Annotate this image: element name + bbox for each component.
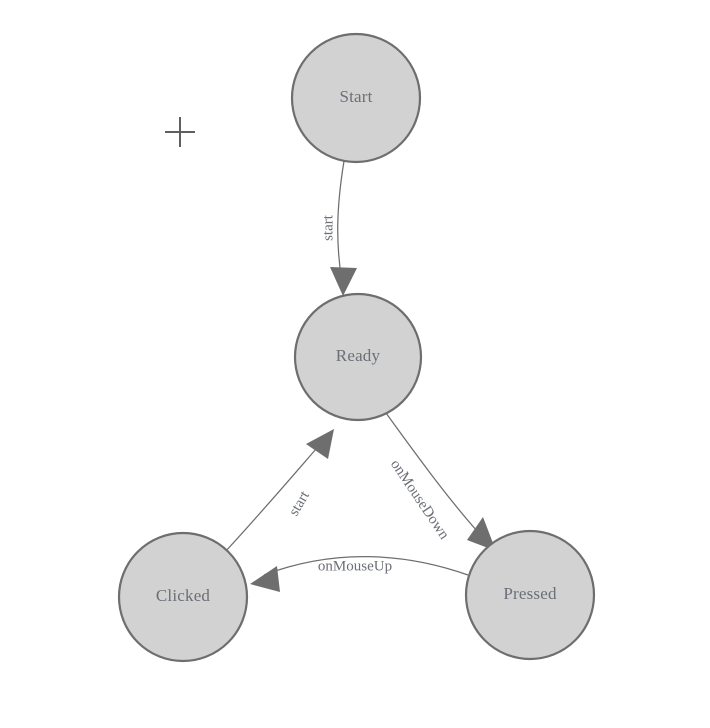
- edge-start-to-ready[interactable]: start: [320, 160, 357, 296]
- edge-start-to-ready-arrowhead: [330, 267, 357, 296]
- edge-start-to-ready-label: start: [320, 214, 336, 241]
- edge-ready-to-pressed-path: [385, 412, 487, 542]
- edge-pressed-to-clicked-path: [263, 556, 469, 576]
- edge-ready-to-pressed[interactable]: onMouseDown: [385, 412, 496, 551]
- edge-ready-to-pressed-label: onMouseDown: [387, 457, 452, 543]
- edge-clicked-to-ready-label: start: [286, 488, 313, 519]
- edge-clicked-to-ready-path: [223, 440, 324, 554]
- edge-clicked-to-ready[interactable]: start: [223, 429, 334, 554]
- edge-pressed-to-clicked-label: onMouseUp: [318, 558, 392, 574]
- node-pressed[interactable]: Pressed: [464, 529, 596, 661]
- node-start-circle: [290, 32, 422, 164]
- node-start-label: Start: [339, 87, 372, 106]
- edge-pressed-to-clicked[interactable]: onMouseUp: [250, 556, 469, 592]
- node-clicked[interactable]: Clicked: [117, 531, 249, 663]
- node-ready[interactable]: Ready: [293, 292, 423, 422]
- node-start[interactable]: Start: [290, 32, 422, 164]
- node-ready-label: Ready: [336, 346, 381, 365]
- crosshair-icon: [165, 117, 195, 147]
- node-ready-circle: [293, 292, 423, 422]
- edge-ready-to-pressed-arrowhead: [467, 517, 496, 551]
- edge-start-to-ready-path: [337, 160, 345, 283]
- node-clicked-circle: [117, 531, 249, 663]
- edge-clicked-to-ready-arrowhead: [306, 429, 334, 459]
- node-clicked-label: Clicked: [156, 586, 211, 605]
- node-pressed-circle: [464, 529, 596, 661]
- node-pressed-label: Pressed: [503, 584, 557, 603]
- edge-pressed-to-clicked-arrowhead: [250, 566, 280, 592]
